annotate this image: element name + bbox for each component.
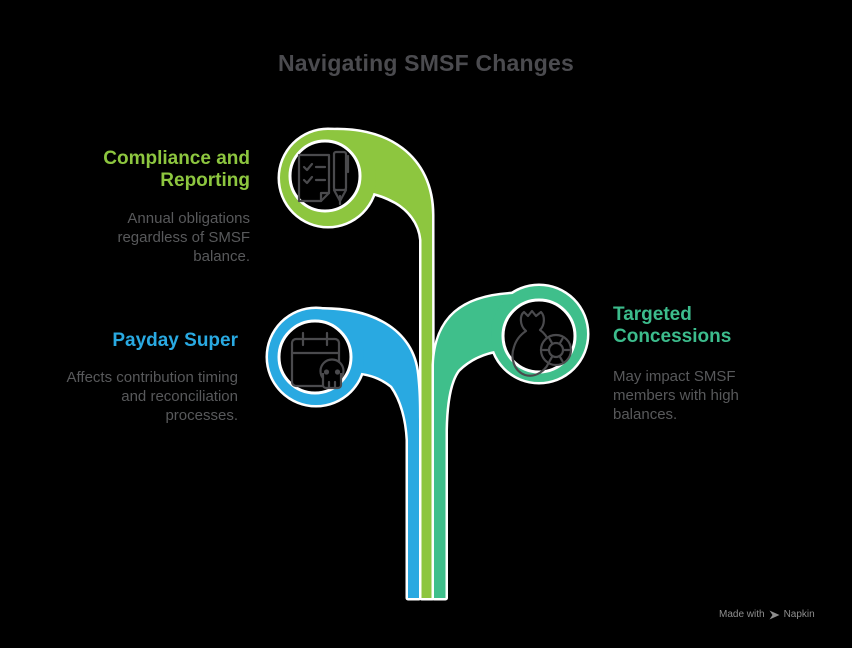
page-title: Navigating SMSF Changes — [278, 50, 574, 76]
checklist-pen-icon — [297, 150, 350, 206]
branch-compliance-icon-window — [288, 139, 362, 213]
watermark: Made with Napkin — [719, 609, 815, 620]
targeted-concessions-heading: Targeted Concessions — [613, 304, 732, 348]
watermark-brand: Napkin — [783, 609, 815, 620]
branch-payday-super — [265, 306, 422, 601]
compliance-description: Annual obligations regardless of SMSF ba… — [117, 210, 250, 266]
calendar-skull-icon — [290, 331, 345, 390]
napkin-logo-icon — [769, 610, 780, 619]
watermark-prefix: Made with — [719, 609, 765, 620]
compliance-heading: Compliance and Reporting — [103, 148, 250, 192]
branch-compliance — [277, 127, 435, 601]
payday-super-heading: Payday Super — [112, 330, 238, 351]
targeted-concessions-description: May impact SMSF members with high balanc… — [613, 368, 739, 424]
branch-targeted-concessions — [431, 283, 590, 601]
money-bag-coin-icon — [511, 309, 573, 377]
payday-super-description: Affects contribution timing and reconcil… — [66, 369, 238, 425]
